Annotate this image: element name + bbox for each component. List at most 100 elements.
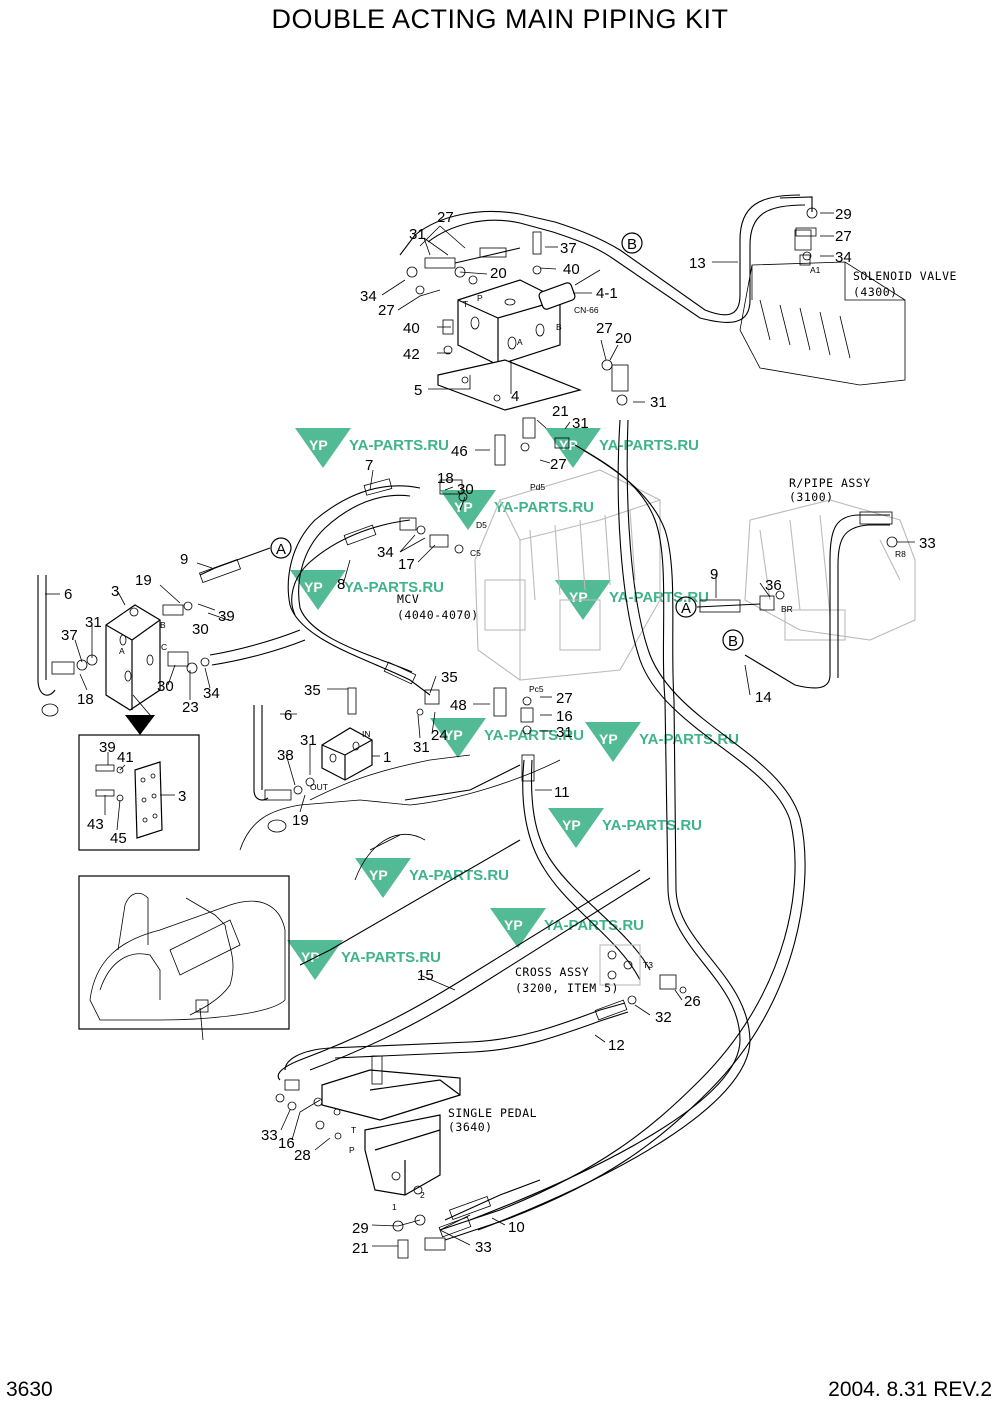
callout-9b: 9: [710, 566, 718, 583]
port-b-label: B: [556, 322, 562, 332]
valve-block-4: T P A B CN-66: [437, 269, 601, 411]
connector-b-right-label: B: [728, 633, 738, 650]
callout-34d: 36: [765, 577, 782, 594]
callout-2: 3: [111, 583, 119, 600]
watermark-logo: YP: [301, 949, 320, 965]
hose-6-left: [37, 575, 56, 696]
valve-block-2: A B C: [105, 604, 167, 711]
watermark-logo: YP: [562, 817, 581, 833]
hose-9-right: [696, 603, 761, 608]
rpipe-assy-ref: (3100): [789, 490, 834, 504]
callout-38: 40: [403, 320, 420, 337]
watermark-logo: YP: [304, 579, 323, 595]
callout-21b: 20: [615, 330, 632, 347]
callout-30b: 31: [85, 614, 102, 631]
detail-arrow-icon: [125, 715, 155, 735]
callout-17: 17: [398, 556, 415, 573]
callout-27b: 27: [596, 320, 613, 337]
callout-8: 8: [337, 576, 345, 593]
block2-port-a: A: [119, 646, 125, 656]
port-t-label: T: [463, 299, 468, 309]
callout-30c: 31: [413, 739, 430, 756]
hose-14-right: [744, 514, 890, 689]
port-pc5-label: Pc5: [529, 684, 544, 694]
watermark-logo: YP: [369, 867, 388, 883]
connector-b-top: [621, 232, 643, 254]
watermark-text: YA-PARTS.RU: [544, 917, 644, 934]
fittings-top: [406, 231, 629, 406]
watermark-text: YA-PARTS.RU: [349, 437, 449, 454]
callout-3: 3: [178, 788, 186, 805]
block1-port-in: IN: [362, 729, 371, 739]
callout-31g: 33: [475, 1239, 492, 1256]
cross-assy: T3 CROSS ASSY (3200, ITEM 5): [515, 944, 687, 995]
single-pedal-ref: (3640): [448, 1120, 493, 1134]
callout-19: 19: [135, 572, 152, 589]
callout-39: 43: [87, 816, 104, 833]
leader-lines: [45, 212, 915, 1247]
callout-21: 20: [490, 265, 507, 282]
callout-37: 39: [99, 739, 116, 756]
watermark-logo: YP: [569, 589, 588, 605]
callout-32: 34: [835, 249, 852, 266]
watermark-group: YP YA-PARTS.RU YP YA-PARTS.RU YP YA-PARTS.R…: [287, 428, 739, 980]
callout-45: 46: [451, 443, 468, 460]
connector-a-right-label: A: [681, 600, 691, 617]
callout-31: 31: [409, 226, 426, 243]
detail-box-48: [78, 875, 290, 1030]
connector-a-right: [675, 596, 697, 618]
hose-15: [299, 839, 521, 966]
callout-26: 26: [684, 993, 701, 1010]
callout-46: 48: [450, 697, 467, 714]
callout-24: 24: [431, 727, 448, 744]
callout-1: 1: [383, 749, 391, 766]
watermark-logo: YP: [454, 499, 473, 515]
callout-31b: 31: [650, 394, 667, 411]
valve-block-1: IN OUT: [310, 687, 440, 792]
port-t3-label: T3: [643, 960, 653, 970]
connector-a-left: [270, 537, 292, 559]
detail-box-3: [78, 734, 200, 851]
callout-numbers: 27 31 20 34 27 37 40 4-1 40 42 5 4 27 20…: [61, 206, 936, 1257]
hose-13-end: [779, 196, 813, 212]
hose-12: [284, 1002, 626, 1071]
plate-3: [95, 761, 163, 839]
callout-31f: 33: [261, 1127, 278, 1144]
block2-port-c: C: [161, 642, 167, 652]
port-br-label: BR: [781, 604, 793, 614]
callout-22: 34: [360, 288, 377, 305]
rpipe-assy: R/PIPE ASSY (3100) R8 BR: [744, 476, 916, 641]
watermark-text: YA-PARTS.RU: [599, 437, 699, 454]
control-lever-detail: [89, 892, 286, 1021]
watermark-logo: YP: [444, 727, 463, 743]
watermark-logo: YP: [309, 437, 328, 453]
revision-date: 2004. 8.31 REV.2: [828, 1378, 992, 1401]
single-pedal: T P 1 2 SINGLE PEDAL (3640): [321, 1055, 537, 1212]
hose-11: [522, 759, 641, 981]
connector-b-label: B: [627, 236, 637, 253]
port-r8-label: R8: [895, 549, 906, 559]
page-number: 3630: [6, 1378, 53, 1401]
callout-14: 27: [437, 209, 454, 226]
port-c5-label: C5: [470, 548, 481, 558]
hose-8: [291, 519, 411, 616]
callout-12: 12: [608, 1037, 625, 1054]
callout-42: 45: [110, 830, 127, 847]
hose-11-right-loop: [439, 419, 796, 1231]
fittings-mcv: [399, 417, 570, 735]
callout-28: 29: [835, 206, 852, 223]
hose-9: [199, 547, 271, 576]
callout-27e: 28: [294, 1147, 311, 1164]
watermark-logo: YP: [559, 437, 578, 453]
solenoid-valve-ref: (4300): [853, 285, 898, 299]
watermark-logo: YP: [504, 917, 523, 933]
mcv-label: MCV: [397, 592, 419, 606]
block2-port-b: B: [160, 620, 166, 630]
cross-assy-label: CROSS ASSY: [515, 965, 589, 979]
port-d5-label: D5: [476, 520, 487, 530]
watermark-text: YA-PARTS.RU: [494, 499, 594, 516]
callout-21c: 21: [552, 403, 569, 420]
callout-34c: 38: [277, 747, 294, 764]
callout-31d: 31: [556, 724, 573, 741]
callout-4-1: 4-1: [596, 285, 618, 302]
